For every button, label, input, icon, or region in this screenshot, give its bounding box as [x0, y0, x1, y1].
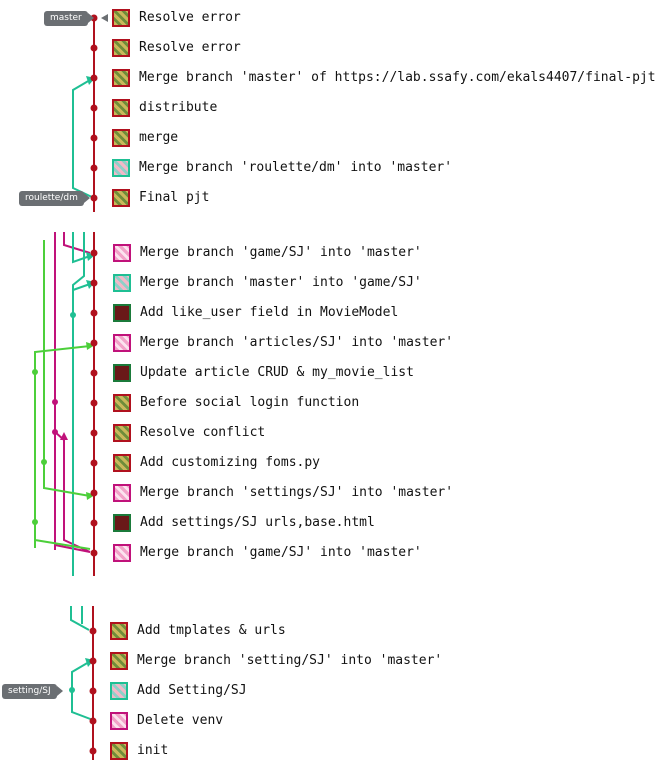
author-avatar [113, 334, 131, 352]
author-avatar [112, 189, 130, 207]
commit-node[interactable] [90, 249, 98, 257]
author-avatar [110, 652, 128, 670]
author-avatar [112, 129, 130, 147]
commit-node[interactable] [89, 627, 97, 635]
author-avatar [113, 274, 131, 292]
commit-message[interactable]: init [137, 743, 169, 758]
commit-node[interactable] [90, 489, 98, 497]
author-avatar [110, 712, 128, 730]
ref-label-roulette[interactable]: roulette/dm [19, 191, 90, 206]
magenta-merge-1 [63, 232, 91, 254]
ref-label-setting[interactable]: setting/SJ [2, 684, 63, 699]
teal-branch-line [72, 232, 91, 264]
branch-node [32, 519, 38, 525]
commit-message[interactable]: Resolve conflict [140, 425, 266, 440]
author-avatar [113, 484, 131, 502]
commit-node[interactable] [90, 519, 98, 527]
commit-node[interactable] [90, 339, 98, 347]
teal-to-main [72, 283, 91, 291]
commit-message[interactable]: Update article CRUD & my_movie_list [140, 365, 414, 380]
commit-message[interactable]: Merge branch 'master' of https://lab.ssa… [139, 70, 656, 85]
commit-node[interactable] [90, 429, 98, 437]
ref-label-master[interactable]: master [44, 11, 94, 26]
commit-message[interactable]: Add customizing foms.py [140, 455, 321, 470]
commit-message[interactable]: Add Setting/SJ [137, 683, 247, 698]
arrow-head [86, 342, 95, 350]
commit-node[interactable] [90, 104, 98, 112]
author-avatar [112, 99, 130, 117]
commit-message[interactable]: Merge branch 'settings/SJ' into 'master' [140, 485, 454, 500]
commit-message[interactable]: Add like_user field in MovieModel [140, 305, 399, 320]
graph-section-2 [32, 232, 95, 576]
teal-branch-line-2 [72, 232, 85, 576]
commit-message[interactable]: Merge branch 'roulette/dm' into 'master' [139, 160, 453, 175]
author-avatar [110, 682, 128, 700]
commit-message[interactable]: merge [139, 130, 179, 145]
commit-node[interactable] [90, 134, 98, 142]
commit-node[interactable] [90, 74, 98, 82]
commit-message[interactable]: Merge branch 'setting/SJ' into 'master' [137, 653, 443, 668]
author-avatar [112, 39, 130, 57]
commit-node[interactable] [89, 747, 97, 755]
green-branch-line [34, 345, 91, 550]
author-avatar [113, 364, 131, 382]
ref-text: roulette/dm [25, 193, 78, 203]
commit-message[interactable]: Merge branch 'game/SJ' into 'master' [140, 245, 422, 260]
arrow-head [60, 432, 68, 440]
branch-node [32, 369, 38, 375]
author-avatar [112, 69, 130, 87]
author-avatar [113, 244, 131, 262]
teal-branch-line [70, 606, 90, 631]
commit-message[interactable]: distribute [139, 100, 218, 115]
commit-message[interactable]: Add settings/SJ urls,base.html [140, 515, 375, 530]
commit-message[interactable]: Before social login function [140, 395, 360, 410]
commit-node[interactable] [89, 657, 97, 665]
author-avatar [113, 514, 131, 532]
head-pointer-icon [101, 14, 108, 22]
ref-text: setting/SJ [8, 686, 51, 696]
author-avatar [110, 742, 128, 760]
ref-text: master [50, 13, 82, 23]
author-avatar [112, 159, 130, 177]
author-avatar [113, 544, 131, 562]
commit-message[interactable]: Resolve error [139, 10, 241, 25]
commit-node[interactable] [90, 194, 98, 202]
commit-message[interactable]: Add tmplates & urls [137, 623, 286, 638]
branch-node [70, 312, 76, 318]
branch-node [69, 687, 75, 693]
commit-node[interactable] [90, 549, 98, 557]
commit-node[interactable] [90, 369, 98, 377]
commit-node[interactable] [90, 399, 98, 407]
commit-node[interactable] [90, 309, 98, 317]
commit-graph [32, 14, 108, 760]
branch-node [52, 399, 58, 405]
commit-message[interactable]: Delete venv [137, 713, 224, 728]
commit-message[interactable]: Final pjt [139, 190, 210, 205]
commit-node[interactable] [90, 279, 98, 287]
commit-node[interactable] [90, 44, 98, 52]
author-avatar [110, 622, 128, 640]
author-avatar [112, 9, 130, 27]
commit-message[interactable]: Merge branch 'game/SJ' into 'master' [140, 545, 422, 560]
author-avatar [113, 424, 131, 442]
commit-message[interactable]: Merge branch 'articles/SJ' into 'master' [140, 335, 454, 350]
author-avatar [113, 394, 131, 412]
green-branch-line-2 [43, 240, 91, 497]
branch-node [41, 459, 47, 465]
commit-message[interactable]: Resolve error [139, 40, 241, 55]
commit-node[interactable] [90, 164, 98, 172]
commit-message[interactable]: Merge branch 'master' into 'game/SJ' [140, 275, 422, 290]
author-avatar [113, 454, 131, 472]
commit-node[interactable] [89, 717, 97, 725]
arrow-head [86, 492, 95, 500]
commit-node[interactable] [89, 687, 97, 695]
commit-node[interactable] [90, 459, 98, 467]
branch-node [52, 429, 58, 435]
author-avatar [113, 304, 131, 322]
